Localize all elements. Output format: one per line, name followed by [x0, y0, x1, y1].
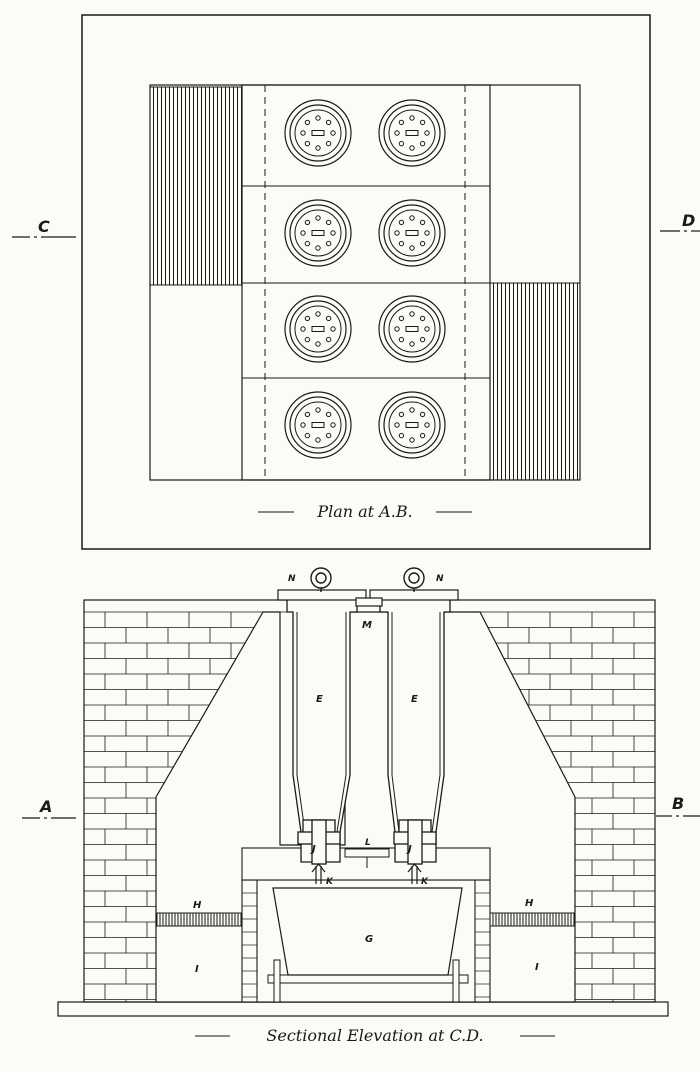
- svg-text:Plan at A.B.: Plan at A.B.: [316, 502, 412, 521]
- hatched-block-top-left: [149, 86, 243, 286]
- label-j-left: J: [310, 844, 316, 855]
- label-m: M: [362, 620, 372, 631]
- label-e-right: E: [411, 694, 418, 705]
- brick-pattern-right: [487, 612, 655, 1003]
- label-n-right: N: [436, 574, 444, 584]
- label-j-right: J: [406, 844, 412, 855]
- label-e-left: E: [316, 694, 323, 705]
- label-g: G: [365, 934, 373, 945]
- retort-plan-8: [378, 391, 446, 459]
- elevation-view: N N M E E L J J K K H H G I I A B: [22, 567, 700, 1045]
- svg-text:A: A: [38, 797, 52, 816]
- grate-left: [155, 912, 243, 927]
- lifting-ring-right: [403, 567, 425, 592]
- pier-bricks: [242, 879, 490, 998]
- section-mark-d: D: [660, 211, 700, 232]
- plain-block-top-right: [489, 84, 581, 284]
- brick-pattern-left: [84, 612, 255, 1003]
- label-h-left: H: [193, 900, 202, 911]
- plan-caption: Plan at A.B.: [258, 502, 472, 521]
- receiver-g: [272, 887, 463, 976]
- svg-text:C: C: [38, 217, 50, 236]
- plain-block-bottom-left: [149, 284, 243, 481]
- retort-plan-3: [284, 199, 352, 267]
- label-k-left: K: [326, 877, 334, 887]
- arrow-k-right: [407, 863, 422, 884]
- label-k-right: K: [421, 877, 429, 887]
- retort-right: [379, 597, 451, 865]
- retort-plan-5: [284, 295, 352, 363]
- base-plate: [57, 1001, 669, 1017]
- label-i-right: I: [535, 962, 539, 973]
- cart-rail: [267, 974, 469, 984]
- label-l: L: [365, 838, 371, 848]
- retort-plan-1: [284, 99, 352, 167]
- section-mark-c: C: [12, 217, 76, 238]
- section-mark-a: A: [22, 797, 76, 819]
- hatched-block-bottom-right: [489, 282, 581, 481]
- section-mark-b: B: [656, 794, 700, 817]
- retort-plan-4: [378, 199, 446, 267]
- elevation-caption: Sectional Elevation at C.D.: [195, 1026, 555, 1045]
- svg-text:Sectional Elevation at C.D.: Sectional Elevation at C.D.: [266, 1026, 483, 1045]
- arrow-k-left: [311, 863, 326, 884]
- grate-right: [489, 912, 576, 927]
- label-h-right: H: [525, 898, 534, 909]
- cross-bar-l: [344, 848, 390, 858]
- plan-view: C D Plan at A.B.: [12, 14, 700, 550]
- label-i-left: I: [195, 964, 199, 975]
- plan-border: [81, 14, 651, 550]
- svg-text:B: B: [672, 794, 684, 813]
- retort-plan-6: [378, 295, 446, 363]
- retort-plan-7: [284, 391, 352, 459]
- retort-left: [286, 597, 358, 865]
- retort-plan-2: [378, 99, 446, 167]
- lifting-ring-left: [310, 567, 332, 592]
- svg-text:D: D: [682, 211, 695, 230]
- label-n-left: N: [288, 574, 296, 584]
